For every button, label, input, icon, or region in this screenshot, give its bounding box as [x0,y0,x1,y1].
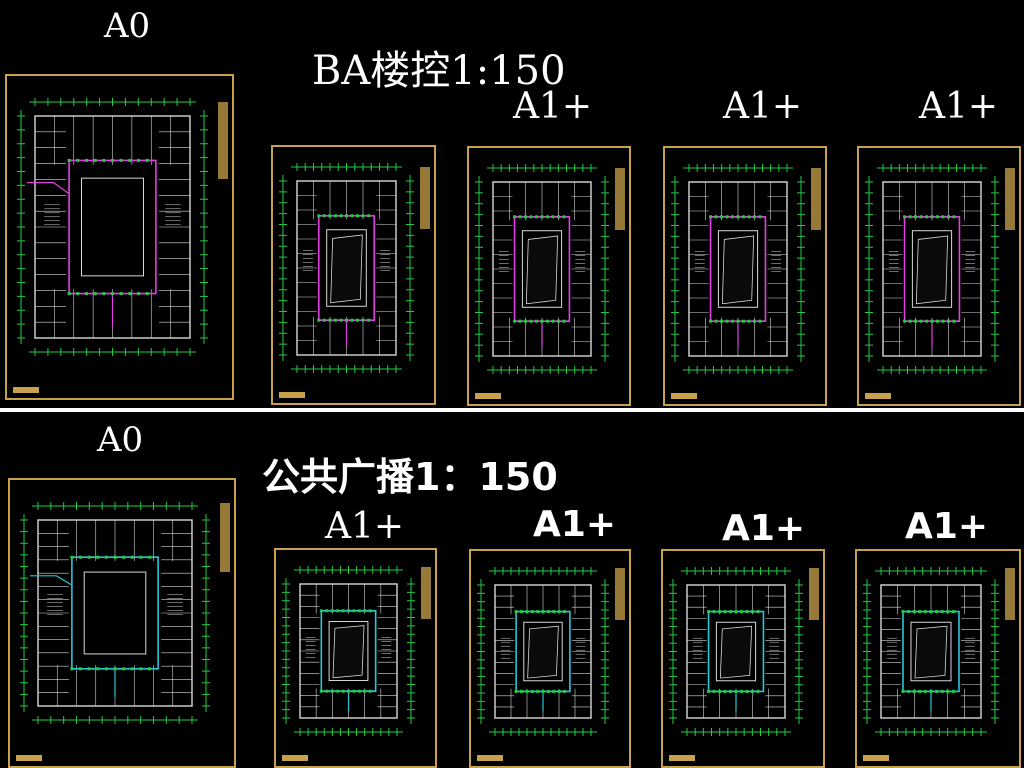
ba-a1-label-3: A1+ [919,86,999,127]
pa-a1-label-2: A1+ [533,504,617,545]
floor-plan-drawing [669,567,803,736]
pa-a0-label: A0 [97,420,144,460]
floor-plan-drawing [475,164,609,374]
sheet-title-block [220,502,230,572]
floor-plan-drawing [865,164,999,374]
sheet-title-block [615,568,625,620]
sheet-title-block [615,168,625,230]
pa-a1-label-1: A1+ [325,506,405,547]
ba-floor-plan-sheet-1[interactable] [271,145,436,405]
sheet-title-block [811,168,821,230]
floor-plan-drawing [17,98,208,356]
sheet-footer-stamp [671,393,697,399]
sheet-footer-stamp [669,755,695,761]
ba-a0-label: A0 [104,6,151,46]
sheet-title-block [218,101,228,180]
floor-plan-drawing [279,163,414,373]
ba-a1-label-1: A1+ [513,86,593,127]
pa-a1-label-3: A1+ [722,508,806,549]
ba-section-title: BA楼控1:150 [312,48,566,94]
sheet-footer-stamp [16,755,42,761]
sheet-footer-stamp [863,755,889,761]
ba-a1-label-2: A1+ [723,86,803,127]
sheet-title-block [809,568,819,620]
pa-section-title: 公共广播1：150 [262,455,558,499]
pa-a1-label-4: A1+ [905,506,989,547]
ba-floor-plan-sheet-2[interactable] [467,146,631,406]
sheet-footer-stamp [13,387,39,393]
sheet-title-block [1005,168,1015,230]
pa-floor-plan-sheet-2[interactable] [469,549,631,768]
sheet-title-block [420,167,430,229]
pa-floor-plan-sheet-3[interactable] [661,549,825,768]
floor-plan-drawing [863,567,999,736]
floor-plan-drawing [20,502,210,724]
sheet-footer-stamp [865,393,891,399]
floor-plan-drawing [282,566,415,736]
sheet-title-block [1005,568,1015,620]
sheet-footer-stamp [279,392,305,398]
pa-floor-plan-sheet-1[interactable] [274,548,437,768]
sheet-footer-stamp [477,755,503,761]
pa-drawings-section: A0 公共广播1：150 A1+ A1+ A1+ A1+ [0,412,1024,768]
section-divider [0,408,1024,412]
ba-a0-drawing-sheet[interactable] [5,74,234,400]
floor-plan-drawing [477,567,609,736]
sheet-title-block [421,567,431,620]
ba-floor-plan-sheet-4[interactable] [857,146,1021,406]
pa-floor-plan-sheet-4[interactable] [855,549,1021,768]
sheet-footer-stamp [282,755,308,761]
pa-a0-drawing-sheet[interactable] [8,478,236,768]
sheet-footer-stamp [475,393,501,399]
ba-drawings-section: A0 BA楼控1:150 A1+ A1+ A1+ [5,6,1021,406]
floor-plan-drawing [671,164,805,374]
ba-floor-plan-sheet-3[interactable] [663,146,827,406]
